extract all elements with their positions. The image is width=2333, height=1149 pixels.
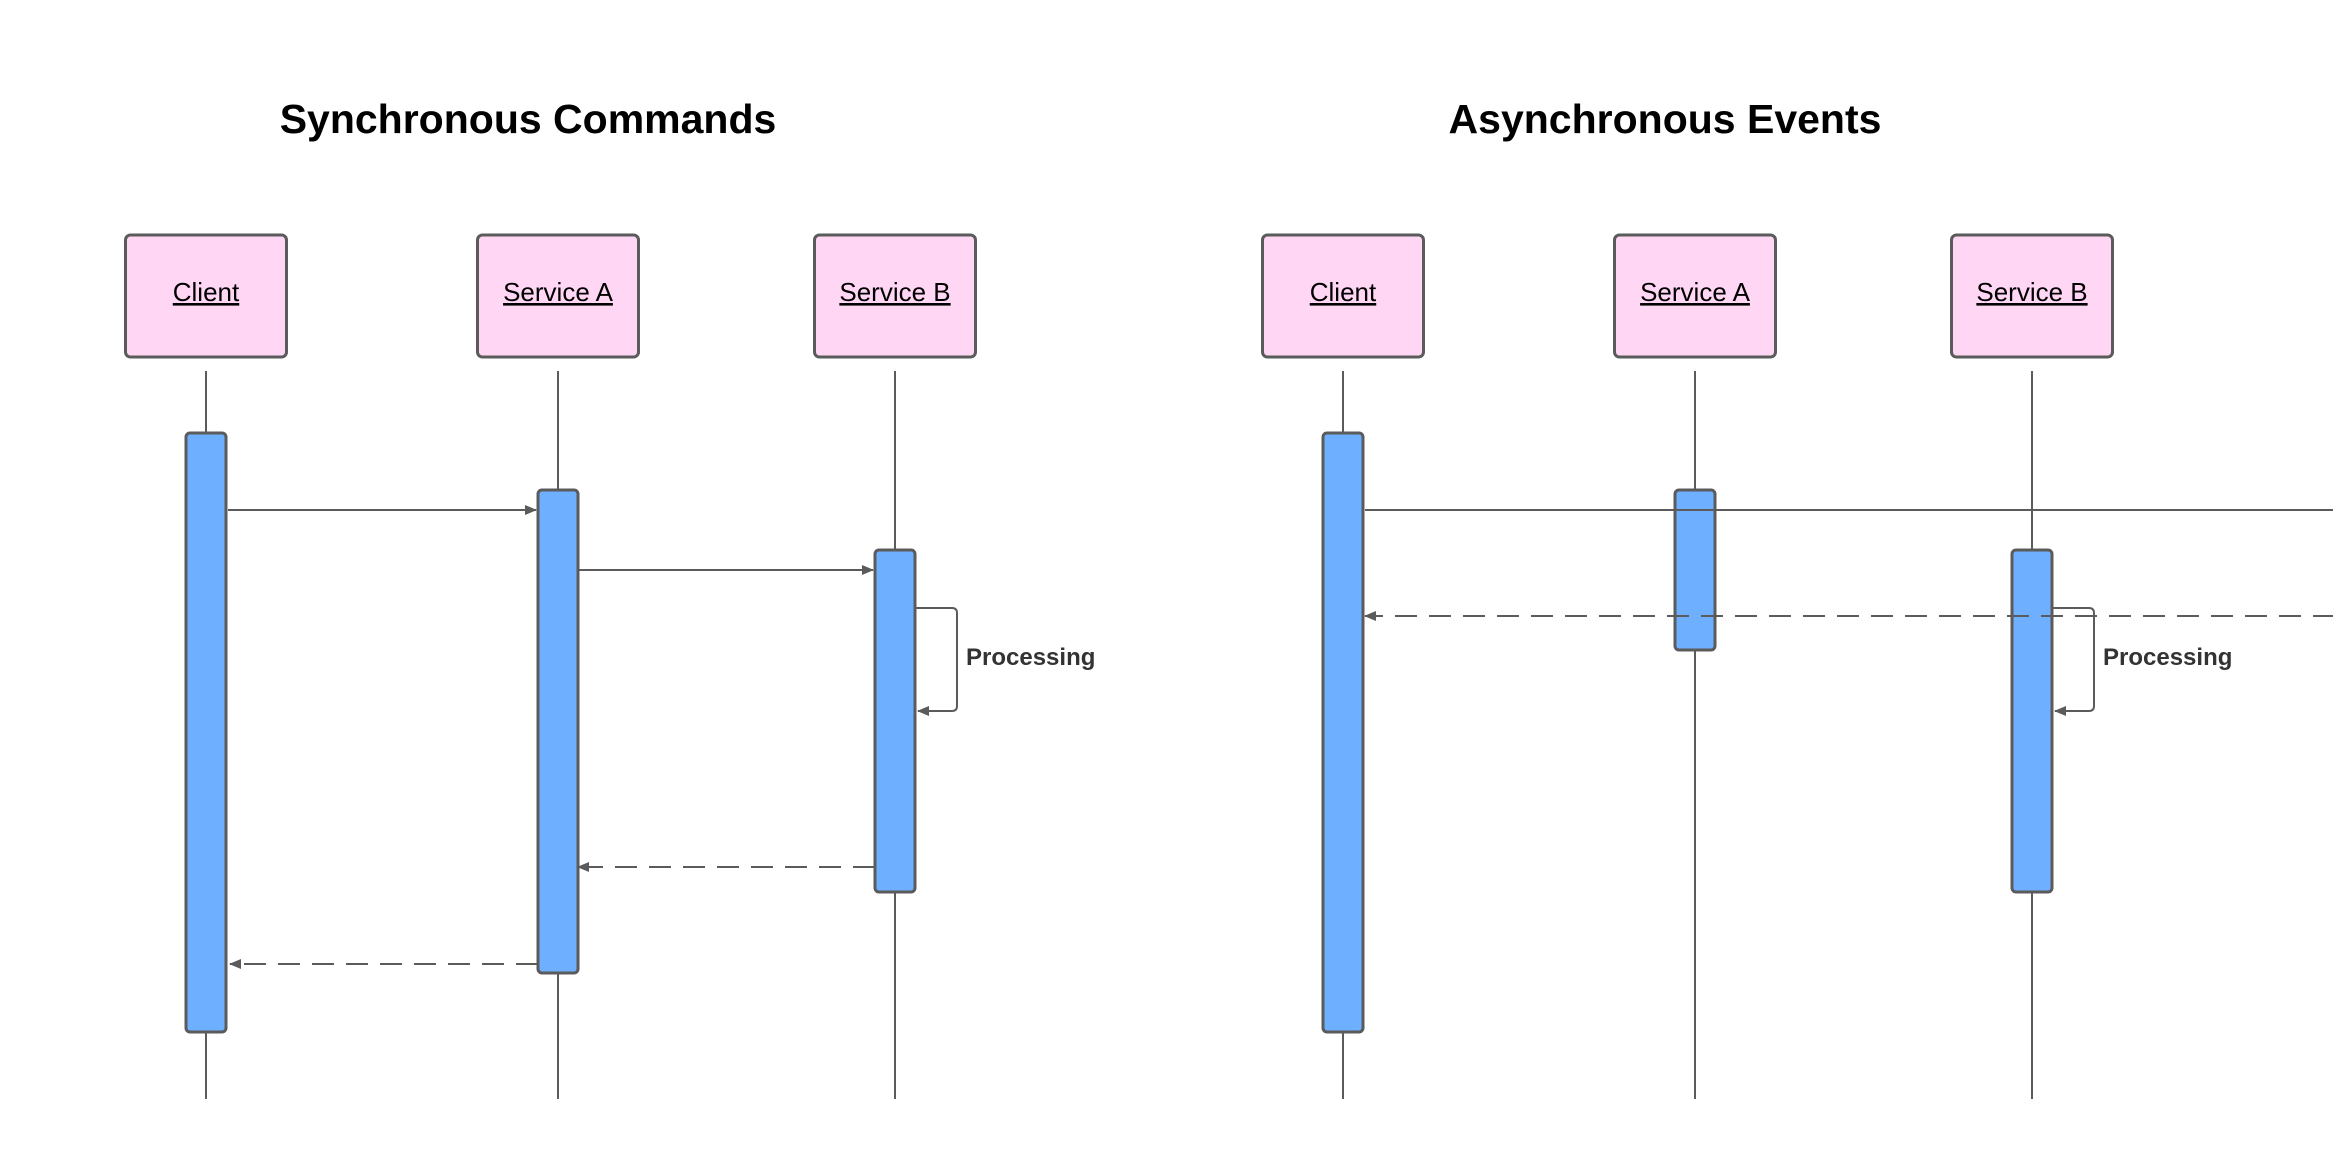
participant-box[interactable] (124, 233, 288, 359)
activation-bar (1673, 488, 1717, 652)
participant-service-a[interactable]: Service A (476, 233, 640, 359)
participant-box[interactable] (1613, 233, 1777, 359)
participant-service-b[interactable]: Service B (813, 233, 977, 359)
activation-bar (1321, 431, 1365, 1034)
activation-bar (184, 431, 228, 1034)
diagram-title: Asynchronous Events (1449, 96, 1882, 142)
self-message-label: Processing (2103, 644, 2232, 671)
self-message-label: Processing (966, 644, 1095, 671)
participant-client[interactable]: Client (1261, 233, 1425, 359)
participant-box[interactable] (1950, 233, 2114, 359)
diagram-title: Synchronous Commands (280, 96, 777, 142)
participant-service-a[interactable]: Service A (1613, 233, 1777, 359)
activation-bar (2010, 548, 2054, 894)
participant-label: Service A (503, 277, 613, 307)
activation-bar (536, 488, 580, 975)
activation-bar (873, 548, 917, 894)
participant-label: Client (1310, 277, 1377, 307)
participant-box[interactable] (1261, 233, 1425, 359)
self-message-arrow (916, 607, 958, 716)
participant-label: Service A (1640, 277, 1750, 307)
participant-label: Client (173, 277, 240, 307)
participant-box[interactable] (813, 233, 977, 359)
participant-client[interactable]: Client (124, 233, 288, 359)
participant-label: Service B (839, 277, 950, 307)
participant-service-b[interactable]: Service B (1950, 233, 2114, 359)
self-message-arrow (2053, 607, 2095, 716)
participant-box[interactable] (476, 233, 640, 359)
participant-label: Service B (1976, 277, 2087, 307)
